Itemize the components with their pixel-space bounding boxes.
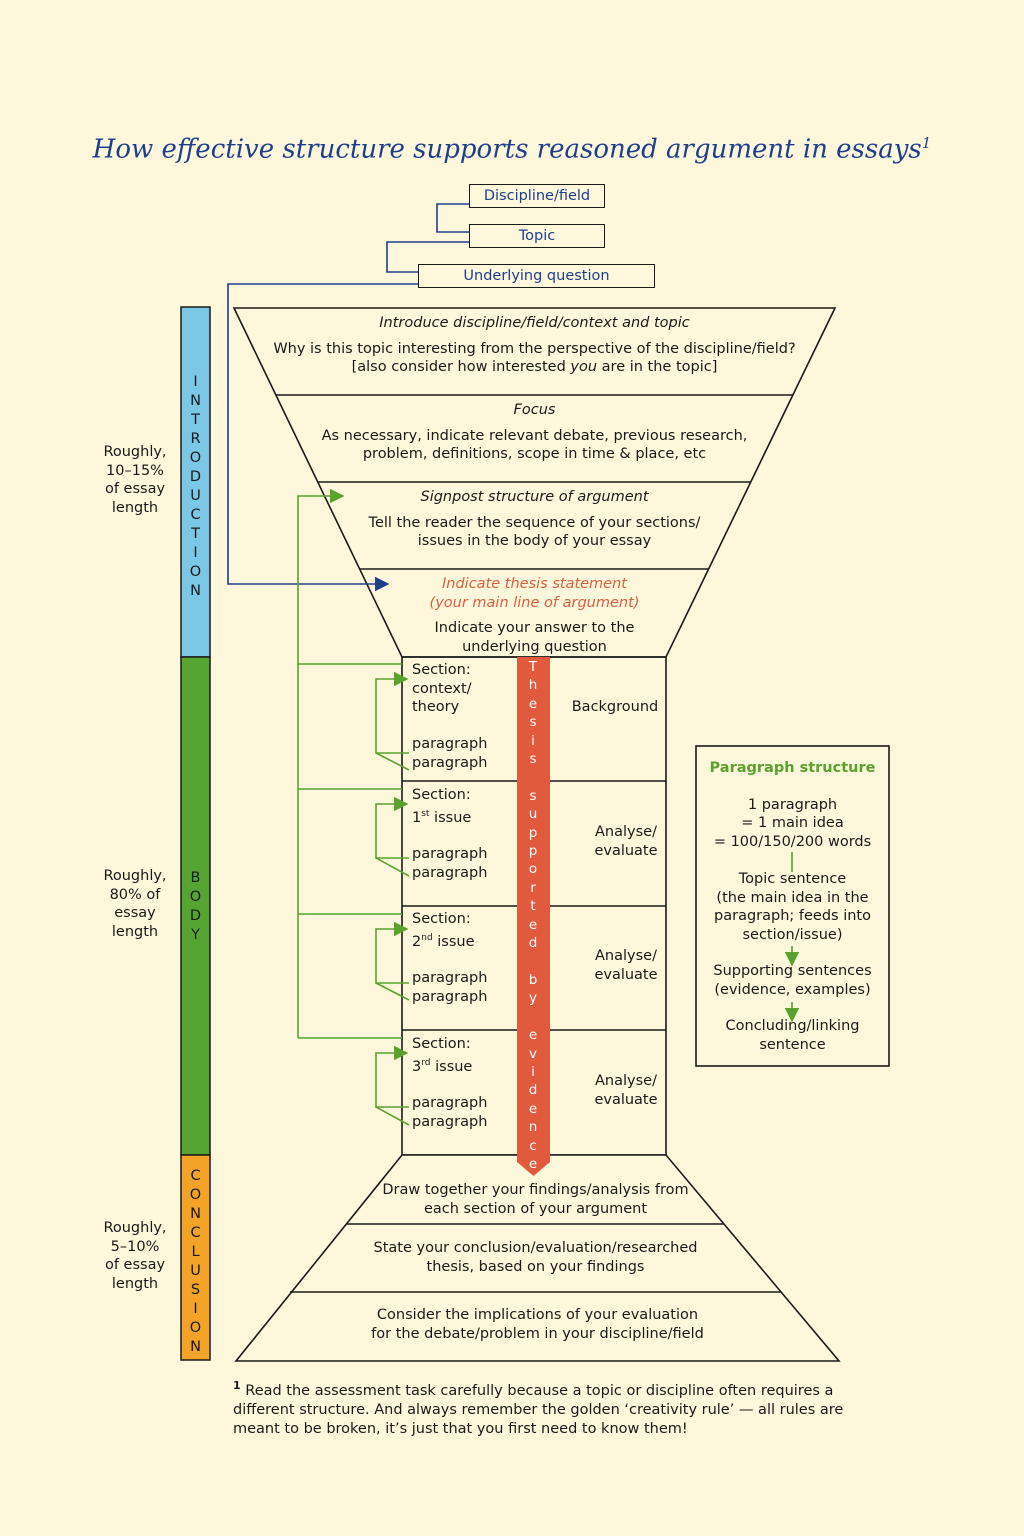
thesis-bar-label: T h e s i s s u p p o r t e d b y e v i …: [528, 659, 538, 1172]
green-connectors: [297, 488, 800, 1126]
discipline-field-box: Discipline/field: [469, 184, 605, 208]
intro-tier-focus: Focus As necessary, indicate relevant de…: [321, 402, 748, 462]
paragraph-structure-box: [695, 745, 890, 1067]
intro-tier-thesis: Indicate thesis statement (your main lin…: [429, 576, 640, 655]
body-bar-label: B O D Y: [189, 870, 202, 943]
page-title: How effective structure supports reasone…: [92, 134, 932, 165]
introduction-bar: [180, 306, 211, 658]
conclusion-bar: [180, 1154, 211, 1361]
thesis-bar: [517, 657, 550, 1176]
conclusion-bar-label: C O N C L U S I O N: [189, 1168, 202, 1355]
section-context-role: Background: [571, 699, 659, 715]
body-bar: [180, 656, 211, 1156]
section-issue-2-role: Analyse/evaluate: [594, 948, 658, 983]
underlying-question-box: Underlying question: [418, 264, 655, 288]
conclusion-tier-1: Draw together your findings/analysis fro…: [382, 1182, 689, 1217]
intro-tier-signpost: Signpost structure of argument Tell the …: [368, 489, 701, 549]
conclusion-tier-2: State your conclusion/evaluation/researc…: [373, 1240, 698, 1275]
topic-box: Topic: [469, 224, 605, 248]
paragraph-structure: Paragraph structure 1 paragraph = 1 main…: [709, 760, 876, 1053]
section-issue-1-role: Analyse/evaluate: [594, 824, 658, 859]
introduction-bar-label: I N T R O D U C T I O N: [189, 374, 202, 599]
footnote: 1 Read the assessment task carefully bec…: [233, 1379, 844, 1437]
conclusion-tier-3: Consider the implications of your evalua…: [371, 1307, 704, 1342]
blue-connectors: [227, 203, 487, 592]
section-issue-3-role: Analyse/evaluate: [594, 1073, 658, 1108]
intro-tier-1: Introduce discipline/field/context and t…: [273, 315, 796, 375]
